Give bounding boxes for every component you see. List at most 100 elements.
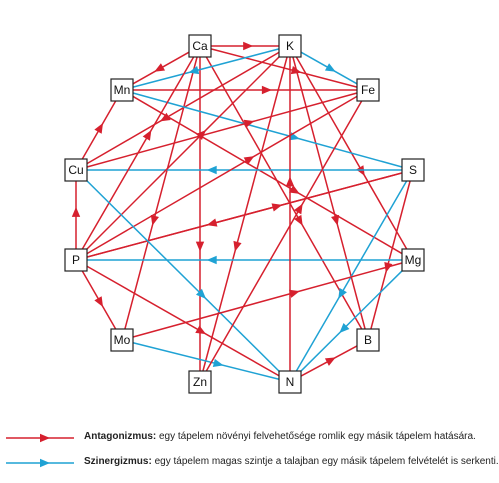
node-box-N xyxy=(278,370,302,394)
node-box-Zn xyxy=(188,370,212,394)
edge-K-Mn xyxy=(132,48,280,88)
node-label-B: B xyxy=(364,333,372,347)
legend-synergism-term: Szinergizmus: xyxy=(84,456,152,467)
edge-line-Ca-B xyxy=(205,56,363,330)
edge-Ca-K xyxy=(211,41,279,51)
edge-Ca-Mo xyxy=(124,56,198,330)
edge-line-K-Mn xyxy=(132,48,280,88)
node-label-Mo: Mo xyxy=(114,333,131,347)
node-Ca: Ca xyxy=(188,34,212,58)
edge-arrow-K-Cu xyxy=(159,112,171,122)
node-box-K xyxy=(278,34,302,58)
edge-arrow-Cu-Mn xyxy=(94,123,104,134)
edges-layer xyxy=(71,41,411,380)
edge-Mg-N xyxy=(300,270,403,372)
edge-line-K-Zn xyxy=(202,56,288,372)
edge-arrow-Mg-N xyxy=(339,322,350,334)
edge-Mo-Mg xyxy=(132,262,403,338)
edge-arrow-S-Cu xyxy=(206,165,217,175)
edge-arrow-P-Fe xyxy=(243,156,255,165)
edge-S-Cu xyxy=(87,165,402,175)
edge-arrow-P-Cu xyxy=(71,206,81,217)
node-label-S: S xyxy=(409,163,417,177)
legend-synergism: Szinergizmus: egy tápelem magas szintje … xyxy=(84,456,499,468)
edge-Ca-B xyxy=(205,56,363,330)
edge-Mn-Mg xyxy=(132,95,403,255)
edge-N-B xyxy=(300,345,358,377)
edge-line-P-Ca xyxy=(81,56,195,250)
edge-Ca-Zn xyxy=(195,57,205,371)
edge-P-Fe xyxy=(86,95,358,255)
edge-P-Mo xyxy=(81,270,117,330)
edge-Cu-N xyxy=(86,180,280,372)
edge-arrow-Mn-Mg xyxy=(289,185,300,194)
edge-arrow-P-Ca xyxy=(142,129,152,141)
edge-N-K xyxy=(285,57,295,371)
node-Fe: Fe xyxy=(356,78,380,102)
legend-synergism-text: egy tápelem magas szintje a talajban egy… xyxy=(151,456,499,467)
node-label-K: K xyxy=(286,39,294,53)
node-N: N xyxy=(278,370,302,394)
node-label-Ca: Ca xyxy=(192,39,208,53)
node-Mg: Mg xyxy=(401,248,425,272)
edge-line-P-Fe xyxy=(86,95,358,255)
edge-arrow-K-B xyxy=(331,214,340,226)
legend-antagonism-text: egy tápelem növényi felvehetősége romlik… xyxy=(156,431,476,442)
legend-arrowhead-antagonism xyxy=(40,433,50,443)
legend-lines xyxy=(6,433,74,468)
edge-arrow-P-N xyxy=(195,325,207,335)
edge-K-Fe xyxy=(300,51,358,85)
edge-arrow-S-N xyxy=(338,288,347,299)
edge-arrow-K-Zn xyxy=(233,240,242,252)
node-box-Fe xyxy=(356,78,380,102)
edge-arrow-K-Mn xyxy=(188,65,200,75)
edge-P-Ca xyxy=(81,56,195,250)
edge-arrow-P-Mo xyxy=(94,296,104,307)
edge-arrow-Mg-P xyxy=(206,255,217,265)
edge-arrow-K-Fe xyxy=(324,63,336,72)
edge-line-P-N xyxy=(86,265,280,377)
edge-line-Ca-Mo xyxy=(124,56,198,330)
edge-Zn-Fe xyxy=(205,100,363,372)
node-label-Mg: Mg xyxy=(405,253,422,267)
edge-Ca-Mn xyxy=(132,51,190,85)
edge-line-Cu-N xyxy=(86,180,280,372)
edge-P-Cu xyxy=(71,181,81,249)
node-label-N: N xyxy=(286,375,295,389)
edge-line-Mo-Mg xyxy=(132,262,403,338)
edge-Mn-S xyxy=(132,92,403,168)
edge-arrow-P-S xyxy=(271,203,283,212)
legend-arrow-synergism xyxy=(6,458,74,468)
node-box-Mn xyxy=(110,78,134,102)
node-label-Zn: Zn xyxy=(193,375,207,389)
legend-antagonism: Antagonizmus: egy tápelem növényi felveh… xyxy=(84,431,476,443)
node-box-B xyxy=(356,328,380,352)
edge-K-Cu xyxy=(86,51,280,165)
node-Cu: Cu xyxy=(64,158,88,182)
edge-arrow-P-K xyxy=(195,129,207,141)
edge-arrow-Mn-Fe xyxy=(261,85,272,95)
edge-arrow-Ca-K xyxy=(243,41,254,51)
edge-line-K-Cu xyxy=(86,51,280,165)
edge-line-S-N xyxy=(295,180,408,372)
node-label-Mn: Mn xyxy=(114,83,131,97)
edge-line-Mn-Mg xyxy=(132,95,403,255)
node-label-P: P xyxy=(72,253,80,267)
node-K: K xyxy=(278,34,302,58)
edge-arrow-Ca-Zn xyxy=(195,241,205,252)
edge-P-S xyxy=(86,172,403,258)
edge-arrow-N-B xyxy=(324,357,336,366)
legend-arrowhead-synergism xyxy=(40,458,50,468)
edge-line-P-K xyxy=(86,56,280,250)
legend-antagonism-term: Antagonizmus: xyxy=(84,431,157,442)
edge-Cu-Mn xyxy=(81,100,117,160)
edge-line-S-B xyxy=(370,180,411,330)
edge-line-Cu-Fe xyxy=(86,92,358,168)
edge-arrow-Zn-Fe xyxy=(294,203,303,215)
node-Mn: Mn xyxy=(110,78,134,102)
node-box-Mo xyxy=(110,328,134,352)
node-Zn: Zn xyxy=(188,370,212,394)
edge-arrow-Cu-Fe xyxy=(243,119,255,128)
edge-arrow-N-K xyxy=(285,176,295,187)
